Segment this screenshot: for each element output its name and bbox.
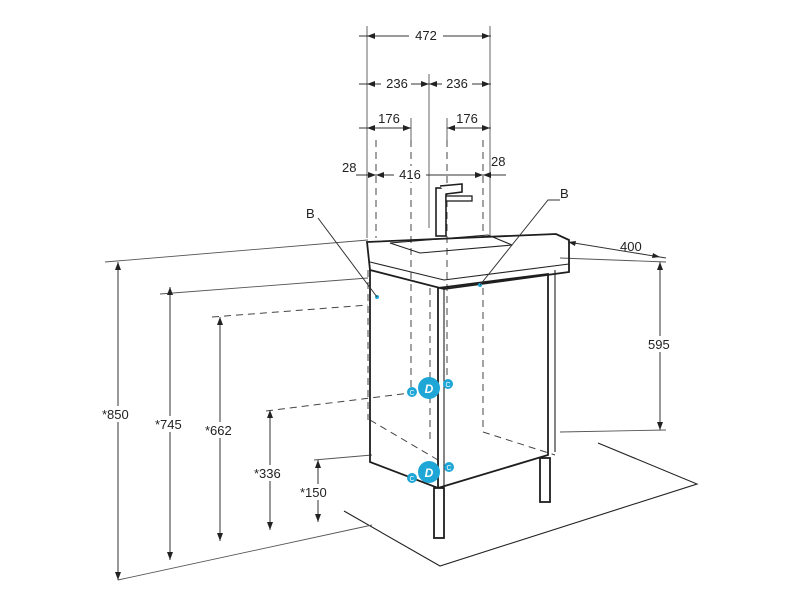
connection-marker-lower: D C C <box>407 461 454 483</box>
arrow-176-a <box>367 125 375 131</box>
label-bg-850 <box>100 406 136 422</box>
arrow-236-left <box>367 81 375 87</box>
dim-label-595: 595 <box>648 337 670 352</box>
arrow-236-mid-left <box>421 81 429 87</box>
arrow-28-left <box>368 172 376 178</box>
arrow-662-top <box>217 317 223 325</box>
arrow-176-d <box>482 125 490 131</box>
basin-front-lip <box>369 261 570 281</box>
arrow-595-top <box>657 262 663 270</box>
depth-extension-bottom <box>559 429 667 433</box>
arrow-850-top <box>115 262 121 270</box>
depth-extension-top <box>559 257 667 263</box>
arrow-150-top <box>315 460 321 468</box>
dim-label-150: *150 <box>300 485 327 500</box>
dim-label-236-right: 236 <box>446 76 468 91</box>
arrow-176-b <box>403 125 411 131</box>
perspective-line-745 <box>159 277 369 295</box>
arrow-336-bottom <box>267 522 273 530</box>
arrow-850-bottom <box>115 572 121 580</box>
dim-label-472: 472 <box>415 28 437 43</box>
arrow-236-mid-right <box>429 81 437 87</box>
faucet-icon <box>435 183 473 237</box>
arrow-336-top <box>267 410 273 418</box>
label-bg-176-right <box>452 110 482 125</box>
marker-c-lower-left-label: C <box>409 476 414 483</box>
perspective-line-150 <box>313 454 373 461</box>
marker-d-upper-label: D <box>425 382 434 396</box>
dim-line-400 <box>567 241 667 259</box>
arrow-416-right <box>475 172 483 178</box>
basin-bowl-rim <box>389 234 513 254</box>
label-b-left: B <box>306 206 315 221</box>
marker-d-lower-label: D <box>425 466 434 480</box>
arrow-400-right <box>652 253 660 258</box>
arrow-745-bottom <box>167 552 173 560</box>
hidden-bottom-edge-2 <box>482 431 556 456</box>
label-bg-416 <box>394 166 426 182</box>
label-bg-662 <box>202 422 238 438</box>
label-bg-595 <box>645 336 675 352</box>
connection-marker-upper: D C C <box>407 377 453 399</box>
perspective-line-336 <box>265 391 419 412</box>
cabinet-front-right <box>437 272 549 489</box>
dim-label-176-left: 176 <box>378 111 400 126</box>
floor-outline <box>343 442 699 567</box>
hidden-bottom-edge <box>369 419 439 461</box>
marker-c-upper-left-label: C <box>409 390 414 397</box>
dim-label-176-right: 176 <box>456 111 478 126</box>
floor-base-line <box>117 524 373 581</box>
label-b-right: B <box>560 186 569 201</box>
leader-b-right <box>479 199 560 286</box>
arrow-662-bottom <box>217 533 223 541</box>
dim-label-416: 416 <box>399 167 421 182</box>
arrow-416-left <box>376 172 384 178</box>
arrow-595-bottom <box>657 422 663 430</box>
marker-c-upper-right-label: C <box>445 382 450 389</box>
dim-label-236-left: 236 <box>386 76 408 91</box>
arrow-472-right <box>482 33 490 39</box>
arrow-745-top <box>167 287 173 295</box>
arrow-400-left <box>568 241 576 246</box>
label-bg-236-left <box>381 75 411 91</box>
label-bg-150 <box>298 484 334 500</box>
label-bg-336 <box>252 465 288 481</box>
label-bg-236-right <box>442 75 472 91</box>
leg-front <box>433 487 445 539</box>
perspective-line-662 <box>211 304 369 318</box>
label-bg-176-left <box>374 110 404 125</box>
label-bg-745 <box>152 416 188 432</box>
leader-b-left <box>317 217 378 298</box>
dim-label-850: *850 <box>102 407 129 422</box>
dim-label-745: *745 <box>155 417 182 432</box>
arrow-236-right <box>482 81 490 87</box>
dim-label-28-right: 28 <box>491 154 505 169</box>
marker-c-lower-right-label: C <box>446 465 451 472</box>
arrow-472-left <box>367 33 375 39</box>
leg-right <box>539 457 551 503</box>
dim-label-662: *662 <box>205 423 232 438</box>
label-bg-472 <box>409 27 443 43</box>
basin-top <box>366 233 570 290</box>
dim-label-336: *336 <box>254 466 281 481</box>
arrow-150-bottom <box>315 514 321 522</box>
dim-label-400: 400 <box>620 239 642 254</box>
perspective-line-top <box>104 239 369 263</box>
arrow-176-c <box>447 125 455 131</box>
dim-label-28-left: 28 <box>342 160 356 175</box>
arrow-28-right <box>483 172 491 178</box>
